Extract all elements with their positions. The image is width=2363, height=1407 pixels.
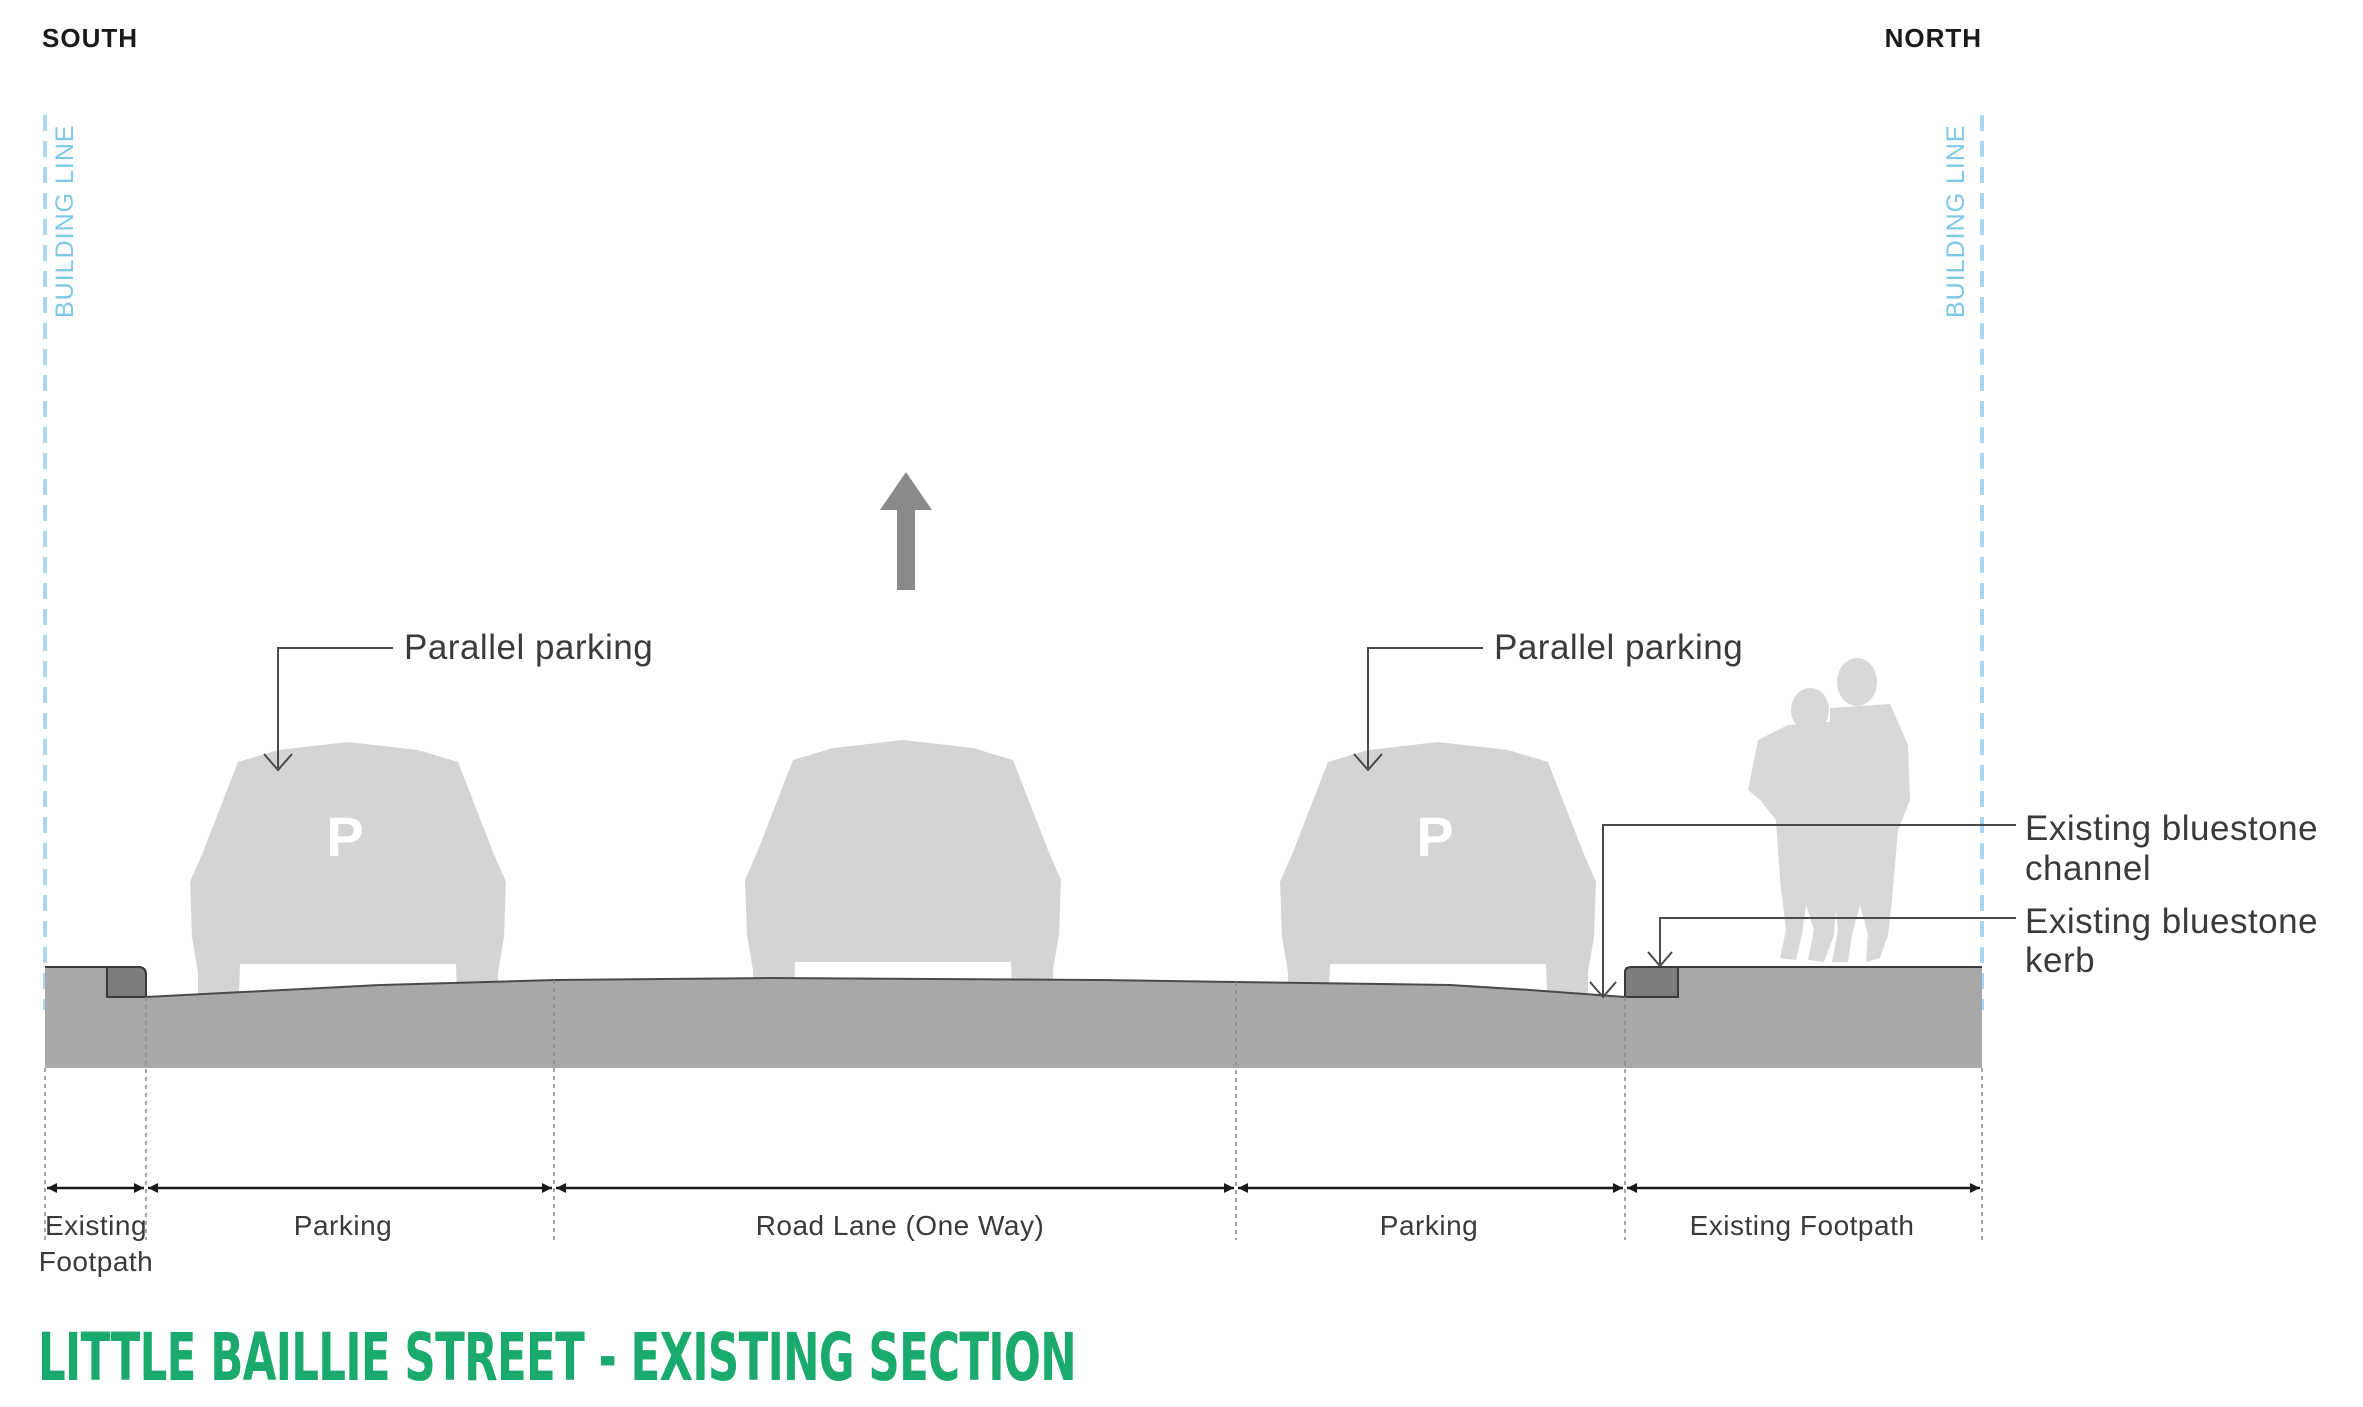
building-line-label-north: BUILDING LINE — [1942, 124, 1970, 318]
arrowhead-kerb — [1647, 951, 1673, 968]
callout-kerb-line1: Existing bluestone — [2025, 902, 2318, 941]
ground-section — [45, 966, 1982, 1068]
dim-label-parking-north: Parking — [1380, 1210, 1478, 1241]
pavement-fill — [45, 967, 1982, 1068]
arrowhead-channel — [1589, 981, 1617, 999]
vehicle-parked-north: P — [1280, 742, 1596, 1022]
building-line-label-south: BUILDING LINE — [51, 124, 79, 318]
parking-symbol-south: P — [326, 805, 363, 868]
dim-label-footpath-south-2: Footpath — [39, 1246, 154, 1277]
leader-parking-north — [1367, 647, 1483, 768]
callout-kerb-line2: kerb — [2025, 941, 2095, 980]
pedestrians-silhouette-icon — [1748, 658, 1910, 962]
bluestone-kerb-north — [1624, 966, 1679, 998]
callout-parallel-parking-north: Parallel parking — [1494, 628, 1743, 667]
leader-channel — [1602, 824, 2016, 995]
dim-label-footpath-south-1: Existing — [45, 1210, 147, 1241]
south-label: SOUTH — [42, 23, 138, 53]
callout-parallel-parking-south: Parallel parking — [404, 628, 653, 667]
callout-channel-line1: Existing bluestone — [2025, 809, 2318, 848]
arrowhead-parking-north — [1353, 753, 1383, 772]
vehicle-parked-south: P — [190, 742, 506, 1022]
kerb-south — [106, 966, 147, 998]
parking-symbol-north: P — [1416, 805, 1453, 868]
callout-channel-line2: channel — [2025, 849, 2151, 888]
dim-label-parking-south: Parking — [294, 1210, 392, 1241]
up-arrow-icon — [880, 472, 932, 590]
arrowhead-parking-south — [263, 753, 293, 772]
leader-parking-south — [277, 647, 393, 768]
dim-label-road-lane: Road Lane (One Way) — [756, 1210, 1045, 1241]
road-surface-line — [145, 976, 1626, 998]
leader-kerb — [1659, 917, 2016, 964]
diagram-title: LITTLE BAILLIE STREET - EXISTING SECTION — [38, 1319, 1076, 1396]
north-label: NORTH — [1885, 23, 1982, 53]
dim-label-footpath-north: Existing Footpath — [1690, 1210, 1915, 1241]
